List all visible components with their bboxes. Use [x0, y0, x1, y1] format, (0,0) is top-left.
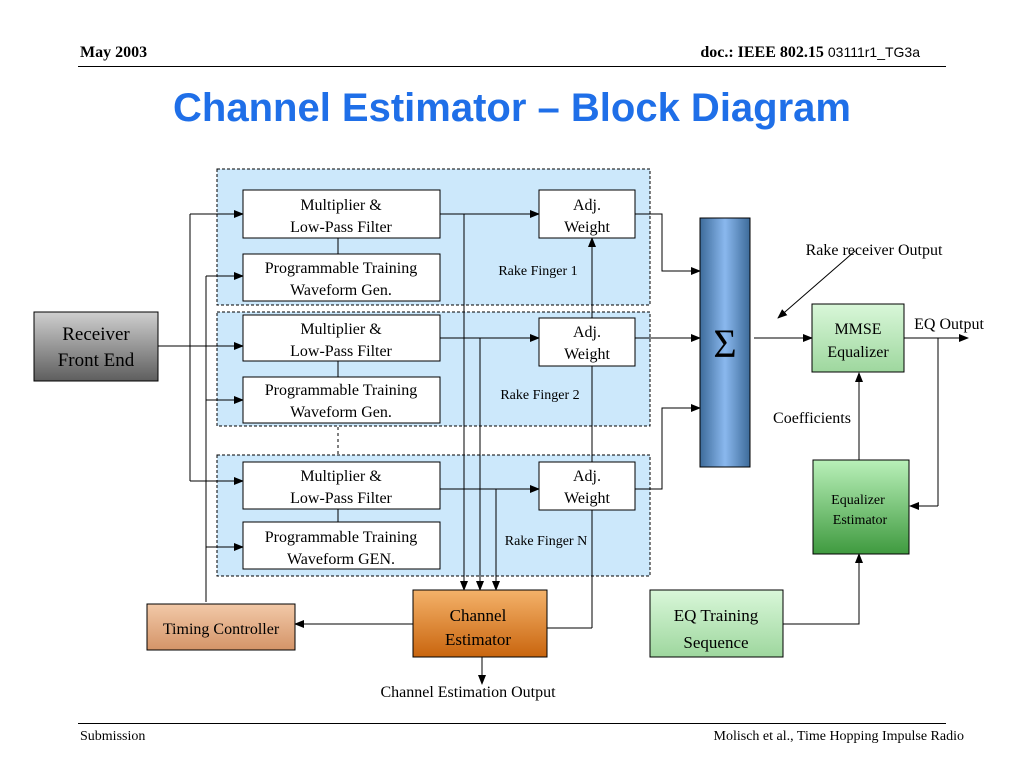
timing-controller-block	[146, 603, 296, 651]
finger-2-waveform-label-1: Programmable Training	[265, 382, 417, 399]
receiver-front-end-block	[33, 311, 159, 382]
finger-1-multiplier-block	[242, 189, 441, 239]
finger-n-multiplier-label-1: Multiplier &	[300, 468, 382, 485]
mmse-equalizer-label-2: Equalizer	[827, 344, 889, 361]
equalizer-estimator-label-1: Equalizer	[831, 493, 885, 508]
equalizer-estimator-label-2: Estimator	[833, 513, 888, 528]
finger-1-multiplier-label-1: Multiplier &	[300, 197, 382, 214]
finger-2-waveform-block	[242, 376, 441, 424]
equalizer-estimator-block	[812, 459, 910, 555]
finger-n-multiplier-block	[242, 461, 441, 510]
header-date: May 2003	[80, 44, 148, 61]
finger-n-waveform-label-2: Waveform GEN.	[287, 551, 395, 568]
sigma-icon: Σ	[713, 321, 736, 366]
finger-2-waveform-label-2: Waveform Gen.	[290, 404, 392, 421]
finger-1-weight-block	[538, 189, 636, 239]
eq-training-sequence-label-2: Sequence	[683, 633, 748, 652]
receiver-front-end-label-1: Receiver	[62, 324, 130, 345]
finger-n-weight-label-2: Weight	[564, 490, 610, 507]
mmse-equalizer-block	[811, 303, 905, 373]
channel-estimator-label-2: Estimator	[445, 630, 511, 649]
finger-1-waveform-label-1: Programmable Training	[265, 260, 417, 277]
finger-2-weight-label-2: Weight	[564, 346, 610, 363]
header-doc-number: 03111r1_TG3a	[827, 44, 920, 60]
footer-rule	[78, 723, 946, 724]
finger-n-weight-block	[538, 461, 636, 511]
footer-submission: Submission	[80, 729, 146, 744]
finger-2-weight-block	[538, 317, 636, 367]
finger-1-waveform-block	[242, 253, 441, 302]
finger-n-multiplier-label-2: Low-Pass Filter	[290, 490, 392, 507]
coefficients-label: Coefficients	[773, 410, 851, 427]
page-title: Channel Estimator – Block Diagram	[173, 86, 851, 130]
connection-lines	[158, 210, 969, 685]
eq-training-sequence-block	[649, 589, 784, 658]
timing-controller-label: Timing Controller	[163, 621, 280, 638]
finger-n-waveform-label-1: Programmable Training	[265, 529, 417, 546]
receiver-front-end-label-2: Front End	[58, 350, 135, 371]
finger-n-weight-label-1: Adj.	[573, 468, 601, 485]
finger-n-waveform-block	[242, 521, 441, 570]
rake-finger-n-label: Rake Finger N	[505, 534, 587, 549]
header-rule	[78, 66, 946, 67]
rake-finger-2-label: Rake Finger 2	[500, 388, 579, 403]
finger-2-multiplier-block	[242, 314, 441, 362]
finger-1-weight-label-2: Weight	[564, 219, 610, 236]
eq-output-label: EQ Output	[914, 316, 984, 333]
mmse-equalizer-label-1: MMSE	[834, 321, 881, 338]
header-doc-prefix: doc.: IEEE 802.15	[700, 44, 824, 61]
header-doc: doc.: IEEE 802.15 03111r1_TG3a	[700, 44, 920, 62]
finger-2-multiplier-label-2: Low-Pass Filter	[290, 343, 392, 360]
channel-estimator-block	[412, 589, 548, 658]
rake-receiver-output-label: Rake receiver Output	[806, 242, 943, 259]
finger-1-weight-label-1: Adj.	[573, 197, 601, 214]
finger-2-weight-label-1: Adj.	[573, 324, 601, 341]
rake-finger-1-label: Rake Finger 1	[498, 264, 577, 279]
eq-training-sequence-label-1: EQ Training	[674, 606, 759, 625]
footer-authors: Molisch et al., Time Hopping Impulse Rad…	[713, 729, 964, 744]
finger-1-multiplier-label-2: Low-Pass Filter	[290, 219, 392, 236]
channel-estimator-label-1: Channel	[450, 606, 507, 625]
summer-block	[699, 217, 751, 468]
finger-1-waveform-label-2: Waveform Gen.	[290, 282, 392, 299]
channel-estimation-output-label: Channel Estimation Output	[380, 684, 556, 701]
finger-2-multiplier-label-1: Multiplier &	[300, 321, 382, 338]
